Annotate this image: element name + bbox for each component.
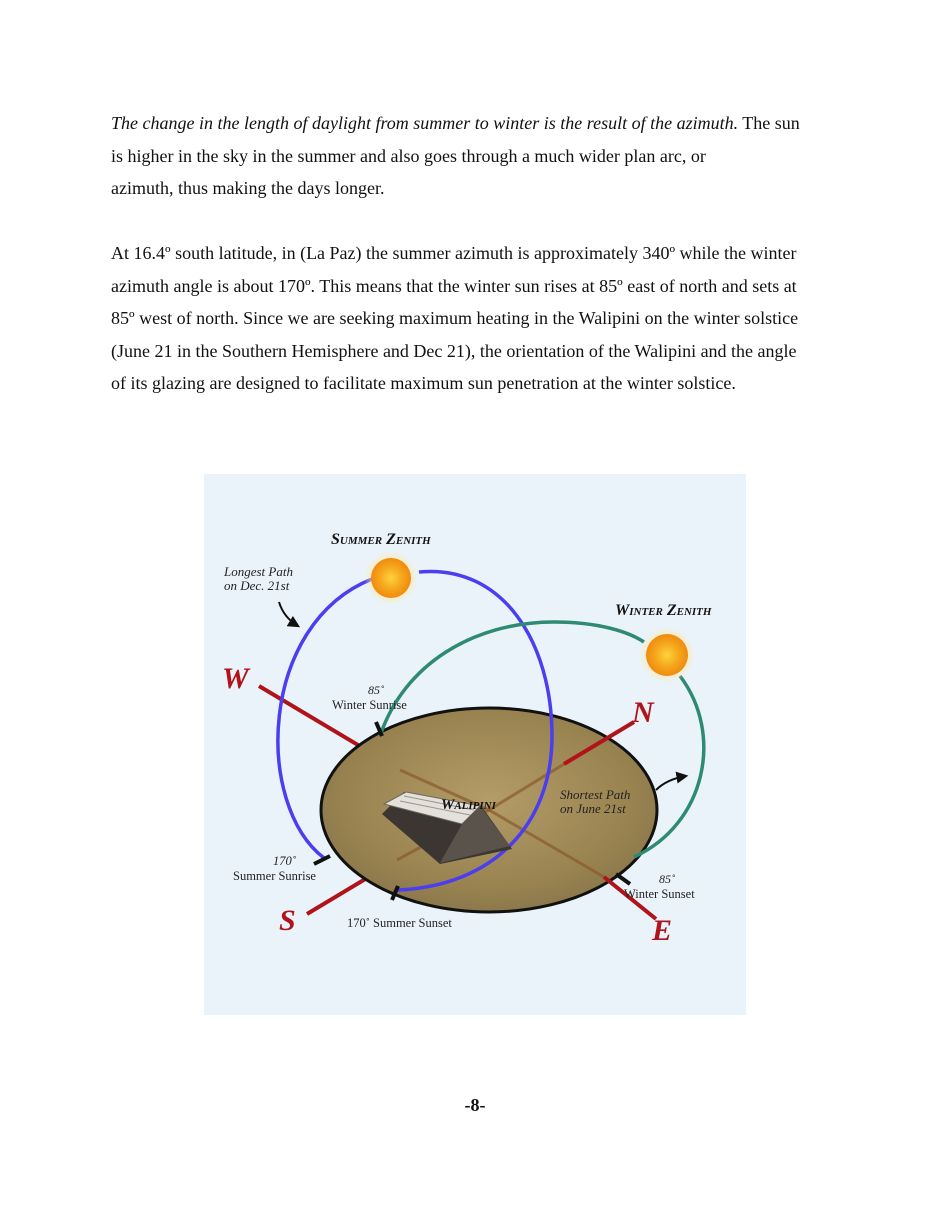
compass-south: S (279, 904, 296, 937)
paragraph2-line3: 85º west of north. Since we are seeking … (111, 308, 799, 328)
winter-sunrise-degree: 85˚ (368, 683, 384, 697)
shortest-path-label-1: Shortest Path (560, 787, 630, 802)
summer-zenith-label: Summer Zenith (331, 531, 431, 548)
longest-path-arrow-icon (278, 601, 301, 628)
winter-sunset-degree: 85˚ (659, 872, 675, 886)
summer-sunset-tick (390, 885, 400, 901)
north-line-ground (488, 762, 565, 812)
east-line (602, 875, 658, 921)
paragraph1-line3: azimuth, thus making the days longer. (111, 178, 385, 198)
paragraph-la-paz-azimuth: At 16.4º south latitude, in (La Paz) the… (111, 237, 841, 400)
page-number: -8- (464, 1095, 486, 1115)
winter-sunrise-label: Winter Sunrise (332, 698, 407, 712)
sun-path-diagram: Summer Zenith Winter Zenith Longest Path… (204, 474, 746, 1015)
italic-lead-sentence: The change in the length of daylight fro… (111, 113, 739, 133)
walipini-structure (382, 791, 512, 864)
paragraph1-line1-rest: The sun (738, 113, 800, 133)
summer-sunset-label: 170˚ Summer Sunset (347, 916, 452, 930)
summer-sunrise-tick (313, 854, 331, 866)
paragraph2-line1: At 16.4º south latitude, in (La Paz) the… (111, 243, 797, 263)
winter-sunrise-tick (374, 721, 384, 737)
summer-sun-path (276, 569, 554, 892)
north-line (562, 720, 636, 766)
winter-sunset-label: Winter Sunset (624, 887, 695, 901)
shortest-path-label-2: on June 21st (560, 801, 626, 816)
west-line-ground (399, 768, 490, 812)
paragraph-azimuth-daylight: The change in the length of daylight fro… (111, 107, 841, 205)
summer-sunrise-degree: 170˚ (273, 854, 297, 868)
sun-path-svg: Summer Zenith Winter Zenith Longest Path… (222, 531, 712, 947)
winter-sun-path (378, 620, 706, 859)
compass-east: E (651, 914, 672, 947)
summer-sun-icon (371, 558, 411, 598)
paragraph2-line4: (June 21 in the Southern Hemisphere and … (111, 340, 797, 361)
summer-sunrise-label: Summer Sunrise (233, 869, 316, 883)
winter-zenith-label: Winter Zenith (615, 602, 712, 619)
winter-sun-icon (646, 634, 688, 676)
winter-sunset-tick (614, 872, 632, 886)
walipini-label: Walipini (441, 797, 497, 813)
east-line-ground (488, 808, 605, 879)
paragraph1-line2: is higher in the sky in the summer and a… (111, 145, 706, 166)
compass-north: N (631, 696, 655, 729)
paragraph2-line2: azimuth angle is about 170º. This means … (111, 275, 797, 296)
paragraph2-line5: of its glazing are designed to facilitat… (111, 373, 736, 393)
longest-path-label-2: on Dec. 21st (224, 578, 290, 593)
longest-path-label-1: Longest Path (223, 564, 293, 579)
shortest-path-arrow-icon (655, 771, 689, 791)
compass-west: W (222, 662, 251, 695)
